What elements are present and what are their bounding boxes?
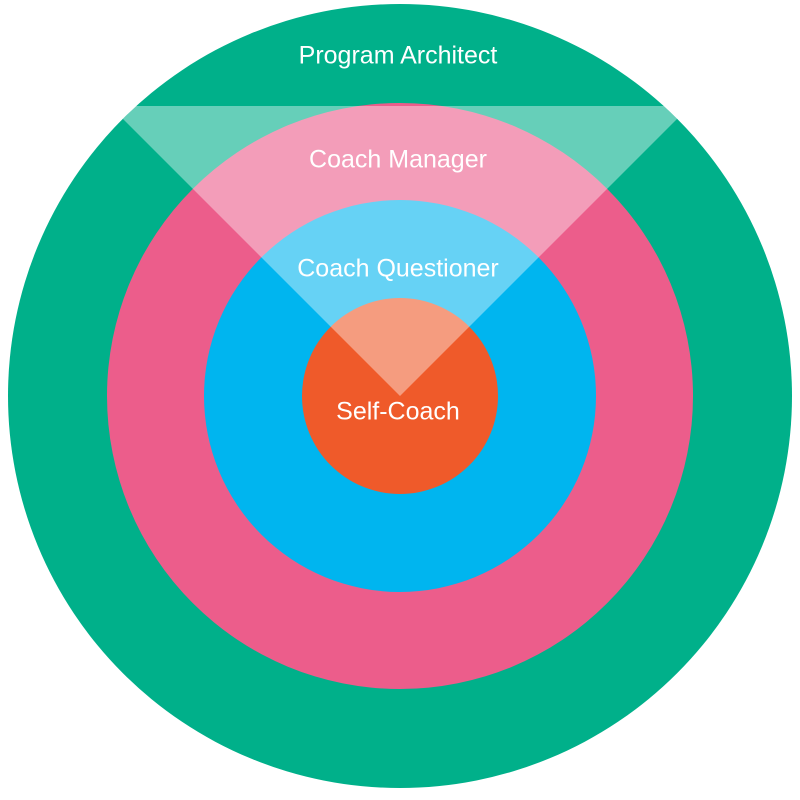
label-coach-manager: Coach Manager <box>309 146 487 174</box>
highlight-wedge <box>110 106 690 396</box>
label-program-architect: Program Architect <box>299 42 498 70</box>
ring-self-coach <box>302 298 498 494</box>
label-coach-questioner: Coach Questioner <box>297 255 499 283</box>
label-self-coach: Self-Coach <box>336 398 460 426</box>
